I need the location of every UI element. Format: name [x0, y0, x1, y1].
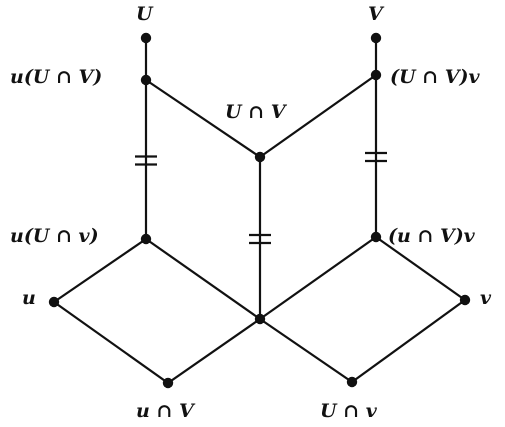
edge-uUV-UV [145, 79, 261, 158]
node-label-U-cap-V: U ∩ V [225, 101, 286, 123]
edge-u-uV [53, 301, 169, 384]
node-dot-uVv [370, 231, 382, 243]
node-dot-u [48, 296, 60, 308]
node-label-v: v [480, 287, 492, 309]
node-dot-uUV [140, 74, 152, 86]
edge-uVv-v [375, 236, 466, 301]
node-label-u-cap-V: u ∩ V [136, 400, 194, 422]
node-label-U-cap-V-v: (U ∩ V)v [390, 66, 480, 88]
node-dot-V [370, 32, 382, 44]
node-dot-uV [162, 377, 174, 389]
node-dot-center [254, 313, 266, 325]
edge-UVv-UV [259, 74, 377, 158]
edge-v-Uv [351, 299, 466, 383]
node-label-u-cap-V-v: (u ∩ V)v [388, 225, 475, 247]
edge-center-Uv [259, 318, 353, 383]
equal-mark-uUV-uUv [135, 155, 157, 166]
node-label-U-cap-v: U ∩ v [320, 400, 377, 422]
edge-uUv-u [53, 238, 147, 303]
node-dot-uUv [140, 233, 152, 245]
node-label-V: V [368, 3, 383, 25]
edge-uVv-center [259, 236, 377, 320]
node-label-u-U-cap-v: u(U ∩ v) [10, 225, 99, 247]
node-dot-U [140, 32, 152, 44]
equal-mark-UV-center [249, 233, 271, 245]
edge-center-uV [167, 318, 261, 384]
edge-uUv-center [145, 238, 261, 320]
node-dot-UVv [370, 69, 382, 81]
node-dot-UV [254, 151, 266, 163]
node-label-u-U-cap-V: u(U ∩ V) [10, 66, 103, 88]
node-dot-v [459, 294, 471, 306]
node-dot-Uv [346, 376, 358, 388]
node-label-U: U [136, 3, 153, 25]
equal-mark-UVv-uVv [365, 151, 387, 163]
node-label-u: u [22, 287, 36, 309]
